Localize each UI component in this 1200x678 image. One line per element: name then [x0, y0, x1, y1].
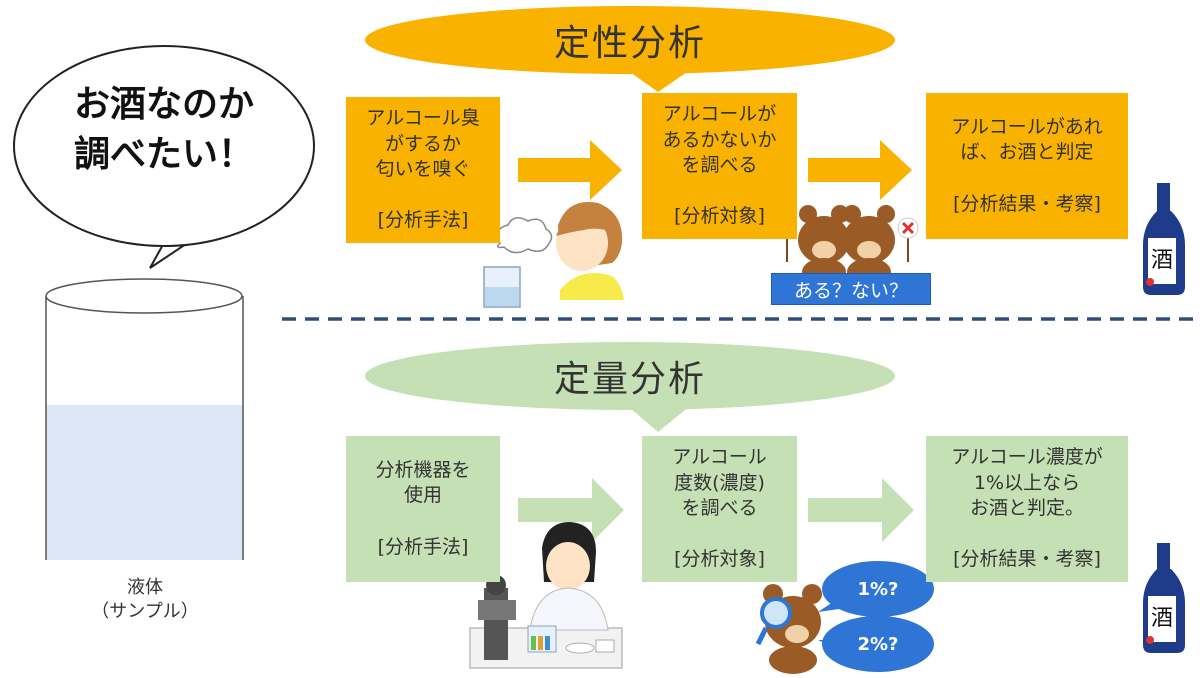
bottle-label-bottom: 酒 — [1150, 606, 1173, 631]
qualitative-title: 定性分析 — [553, 23, 706, 64]
sake-bottle-bottom — [1143, 543, 1185, 653]
percent-bubble-2: 2%? — [857, 633, 899, 655]
speech-bubble-text: お酒なのか 調べたい！ — [73, 84, 254, 176]
presence-question-tag: ある？ない？ — [771, 273, 931, 305]
percent-bubble-1: 1%? — [857, 578, 899, 600]
quantitative-method-box: 分析機器を 使用 [分析手法] — [346, 436, 500, 582]
arrow-green-2 — [808, 478, 914, 542]
quantitative-title: 定量分析 — [553, 359, 706, 400]
quantitative-title-bubble — [365, 342, 895, 432]
percent-bubble-1-shape — [822, 561, 934, 617]
quantitative-result-box: アルコール濃度が 1%以上なら お酒と判定。 [分析結果・考察] — [926, 436, 1128, 582]
bear-magnifier-illustration — [755, 584, 822, 674]
smelling-person-illustration — [483, 201, 624, 308]
speech-bubble — [13, 45, 315, 269]
qualitative-result-box: アルコールがあれ ば、お酒と判定 [分析結果・考察] — [926, 93, 1128, 239]
arrow-orange-2 — [808, 140, 912, 200]
qualitative-method-box: アルコール臭 がするか 匂いを嗅ぐ [分析手法] — [346, 97, 500, 243]
arrow-orange-1 — [518, 140, 622, 200]
percent-bubble-2-shape — [822, 616, 934, 672]
scientist-illustration — [469, 522, 623, 669]
qualitative-title-bubble — [365, 6, 895, 92]
qualitative-target-box: アルコールが あるかないか を調べる [分析対象] — [642, 93, 797, 239]
bottle-label-top: 酒 — [1150, 248, 1173, 273]
liquid-beaker — [45, 278, 244, 560]
arrow-green-1 — [518, 478, 624, 542]
quantitative-target-box: アルコール 度数(濃度) を調べる [分析対象] — [642, 436, 797, 582]
sample-label: 液体 （サンプル） — [91, 577, 199, 623]
sake-bottle-top — [1143, 183, 1185, 295]
